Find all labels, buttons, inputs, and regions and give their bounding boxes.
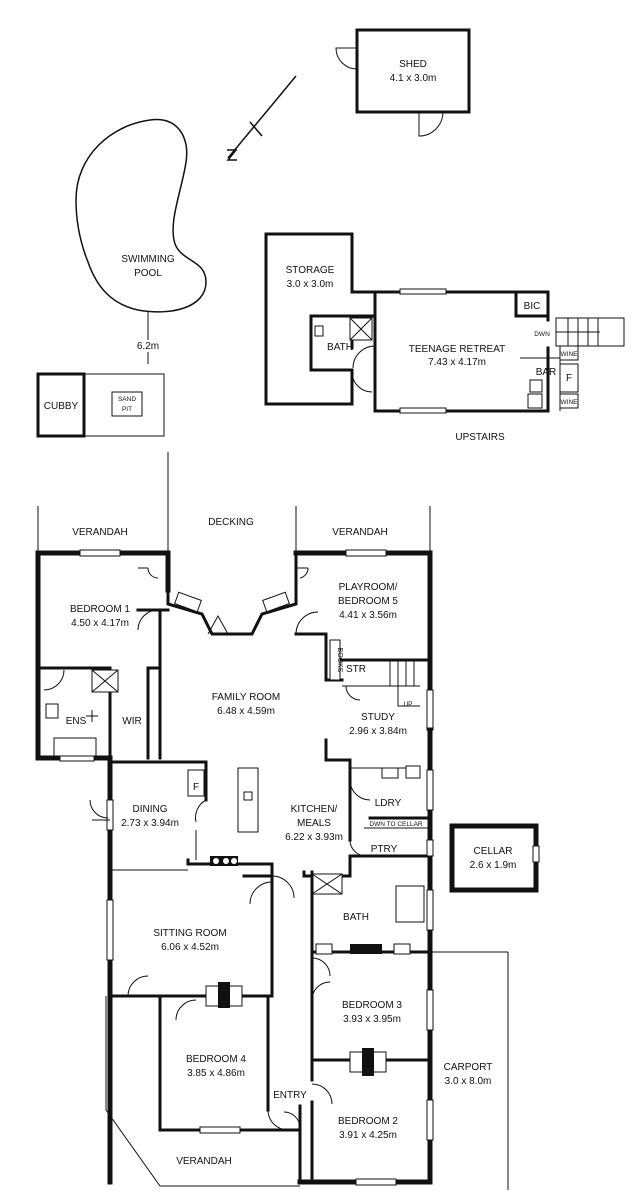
bedroom2-dimensions: 3.91 x 4.25m [339, 1130, 397, 1141]
bedroom3-dimensions: 3.93 x 3.95m [343, 1014, 401, 1025]
dining-label: DINING [133, 804, 168, 815]
sand-label: SAND [118, 396, 136, 403]
down-to-cellar-label: DWN TO CELLAR [369, 821, 423, 828]
bath-label: BATH [343, 912, 369, 923]
sitting-room-dimensions: 6.06 x 4.52m [161, 942, 219, 953]
shed-dimensions: 4.1 x 3.0m [390, 73, 437, 84]
pit-label: PIT [122, 406, 132, 413]
bedroom4-dimensions: 3.85 x 4.86m [187, 1068, 245, 1079]
cellar-dimensions: 2.6 x 1.9m [470, 860, 517, 871]
pantry-label: PTRY [371, 844, 398, 855]
playroom-label: PLAYROOM/ [339, 582, 398, 593]
bedroom1-dimensions: 4.50 x 4.17m [71, 618, 129, 629]
teenage-retreat-label: TEENAGE RETREAT [409, 344, 506, 355]
study-dimensions: 2.96 x 3.84m [349, 726, 407, 737]
bedroom1-label: BEDROOM 1 [70, 604, 130, 615]
bedroom5-label: BEDROOM 5 [338, 596, 398, 607]
carport-dimensions: 3.0 x 8.0m [445, 1076, 492, 1087]
family-room-label: FAMILY ROOM [212, 692, 281, 703]
storage-dimensions: 3.0 x 3.0m [287, 279, 334, 290]
dining-dimensions: 2.73 x 3.94m [121, 818, 179, 829]
pool-dimension: 6.2m [137, 341, 159, 352]
shed-label: SHED [399, 59, 427, 70]
meals-label: MEALS [297, 818, 331, 829]
playroom-dimensions: 4.41 x 3.56m [339, 610, 397, 621]
entry-label: ENTRY [273, 1090, 307, 1101]
upstairs-label: UPSTAIRS [455, 432, 505, 443]
decking-label: DECKING [208, 517, 254, 528]
verandah-right-label: VERANDAH [332, 527, 388, 538]
fridge-label: F [566, 373, 572, 384]
north-arrow-icon [226, 75, 297, 161]
upstairs-plan: STORAGE 3.0 x 3.0m BATH TEENAGE RETREAT … [264, 232, 625, 443]
bic-label: BIC [524, 301, 541, 312]
wir-label: WIR [122, 716, 141, 727]
laundry-label: LDRY [375, 798, 402, 809]
cubby-label: CUBBY [44, 401, 79, 412]
up-label: UP [403, 701, 412, 708]
kitchen-dimensions: 6.22 x 3.93m [285, 832, 343, 843]
bedroom2-label: BEDROOM 2 [338, 1116, 398, 1127]
bar-label: BAR [536, 367, 557, 378]
books-label: BOOKS [336, 648, 343, 673]
verandah-left-label: VERANDAH [72, 527, 128, 538]
carport-label: CARPORT [444, 1062, 493, 1073]
ground-floor: VERANDAH DECKING VERANDAH BEDROOM 1 4.50… [35, 452, 540, 1190]
kitchen-label: KITCHEN/ [291, 804, 338, 815]
shed: SHED 4.1 x 3.0m [335, 28, 471, 137]
down-label: DWN [534, 331, 550, 338]
ensuite-label: ENS [66, 716, 87, 727]
bedroom4-label: BEDROOM 4 [186, 1054, 246, 1065]
wine-label-1: WINE [561, 351, 579, 358]
study-label: STUDY [361, 712, 395, 723]
bath-upstairs-label: BATH [327, 342, 353, 353]
fridge-kitchen-label: F [193, 782, 199, 793]
store-label: STR [346, 664, 366, 675]
verandah-bottom-label: VERANDAH [176, 1156, 232, 1167]
pool-label-2: POOL [134, 268, 162, 279]
pool-label: SWIMMING [121, 254, 175, 265]
family-room-dimensions: 6.48 x 4.59m [217, 706, 275, 717]
swimming-pool: SWIMMING POOL 6.2m [75, 118, 207, 364]
teenage-retreat-dimensions: 7.43 x 4.17m [428, 357, 486, 368]
sitting-room-label: SITTING ROOM [153, 928, 226, 939]
wine-label-2: WINE [561, 399, 579, 406]
storage-label: STORAGE [286, 265, 335, 276]
cellar-label: CELLAR [474, 846, 513, 857]
cubby-area: CUBBY SAND PIT [36, 372, 165, 438]
bedroom3-label: BEDROOM 3 [342, 1000, 402, 1011]
